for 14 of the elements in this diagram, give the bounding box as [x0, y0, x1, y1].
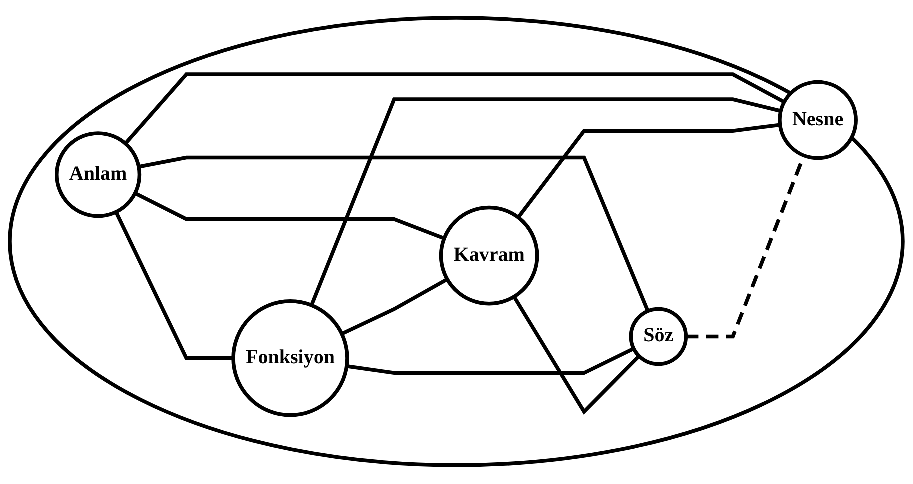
connector: [512, 296, 641, 416]
connector: [124, 72, 786, 146]
node-circle: [55, 132, 142, 218]
connector: [516, 124, 780, 220]
connector: [346, 347, 635, 376]
connector: [341, 278, 448, 336]
node-circle: [778, 80, 858, 160]
node-circle: [629, 308, 688, 366]
connector: [134, 192, 446, 241]
connector: [310, 98, 782, 307]
node-circle: [439, 206, 540, 306]
connector: [114, 212, 234, 361]
node-circle: [232, 300, 350, 418]
connector: [138, 156, 650, 312]
